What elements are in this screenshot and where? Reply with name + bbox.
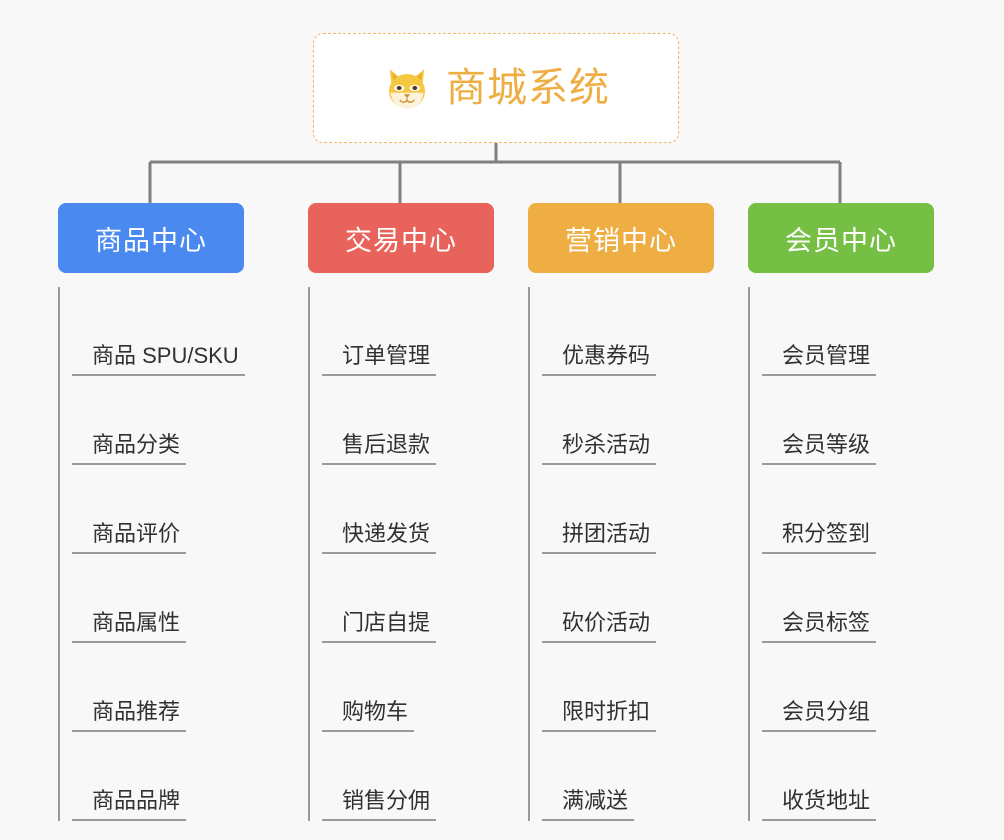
list-item[interactable]: 订单管理 <box>322 287 528 376</box>
leaf-label: 满减送 <box>542 788 635 821</box>
list-item[interactable]: 优惠券码 <box>542 287 748 376</box>
leaf-list-1: 商品 SPU/SKU 商品分类 商品评价 商品属性 商品推荐 商品品牌 <box>58 287 278 821</box>
list-item[interactable]: 会员标签 <box>762 554 968 643</box>
branch-header-label: 商品中心 <box>95 225 207 256</box>
branch-column-3: 营销中心 优惠券码 秒杀活动 拼团活动 砍价活动 限时折扣 满减送 <box>528 203 748 821</box>
leaf-label: 收货地址 <box>762 788 877 821</box>
list-item[interactable]: 快递发货 <box>322 465 528 554</box>
leaf-label: 商品推荐 <box>72 699 187 732</box>
list-item[interactable]: 销售分佣 <box>322 732 528 821</box>
list-item[interactable]: 商品属性 <box>72 554 278 643</box>
branch-column-4: 会员中心 会员管理 会员等级 积分签到 会员标签 会员分组 收货地址 <box>748 203 968 821</box>
list-item[interactable]: 售后退款 <box>322 376 528 465</box>
list-item[interactable]: 商品评价 <box>72 465 278 554</box>
leaf-label: 商品分类 <box>72 432 187 465</box>
branch-column-1: 商品中心 商品 SPU/SKU 商品分类 商品评价 商品属性 商品推荐 商品品牌 <box>58 203 278 821</box>
list-item[interactable]: 会员管理 <box>762 287 968 376</box>
list-item[interactable]: 砍价活动 <box>542 554 748 643</box>
list-item[interactable]: 购物车 <box>322 643 528 732</box>
leaf-label: 秒杀活动 <box>542 432 657 465</box>
leaf-label: 优惠券码 <box>542 343 657 376</box>
leaf-label: 拼团活动 <box>542 521 657 554</box>
leaf-label: 销售分佣 <box>322 788 437 821</box>
list-item[interactable]: 会员分组 <box>762 643 968 732</box>
list-item[interactable]: 门店自提 <box>322 554 528 643</box>
leaf-list-3: 优惠券码 秒杀活动 拼团活动 砍价活动 限时折扣 满减送 <box>528 287 748 821</box>
leaf-label: 订单管理 <box>322 343 437 376</box>
list-item[interactable]: 会员等级 <box>762 376 968 465</box>
leaf-list-4: 会员管理 会员等级 积分签到 会员标签 会员分组 收货地址 <box>748 287 968 821</box>
leaf-label: 商品属性 <box>72 610 187 643</box>
root-node[interactable]: 商城系统 <box>313 33 679 143</box>
leaf-label: 商品品牌 <box>72 788 187 821</box>
list-item[interactable]: 商品分类 <box>72 376 278 465</box>
leaf-label: 积分签到 <box>762 521 877 554</box>
list-item[interactable]: 商品 SPU/SKU <box>72 287 278 376</box>
list-item[interactable]: 拼团活动 <box>542 465 748 554</box>
leaf-label: 会员等级 <box>762 432 877 465</box>
branch-column-2: 交易中心 订单管理 售后退款 快递发货 门店自提 购物车 销售分佣 <box>308 203 528 821</box>
list-item[interactable]: 满减送 <box>542 732 748 821</box>
branch-header-4[interactable]: 会员中心 <box>748 203 934 273</box>
list-item[interactable]: 秒杀活动 <box>542 376 748 465</box>
leaf-list-2: 订单管理 售后退款 快递发货 门店自提 购物车 销售分佣 <box>308 287 528 821</box>
branch-header-label: 交易中心 <box>345 225 457 256</box>
list-item[interactable]: 积分签到 <box>762 465 968 554</box>
leaf-label: 购物车 <box>322 699 415 732</box>
list-item[interactable]: 限时折扣 <box>542 643 748 732</box>
list-item[interactable]: 商品品牌 <box>72 732 278 821</box>
list-item[interactable]: 商品推荐 <box>72 643 278 732</box>
leaf-label: 售后退款 <box>322 432 437 465</box>
branch-header-3[interactable]: 营销中心 <box>528 203 714 273</box>
list-item[interactable]: 收货地址 <box>762 732 968 821</box>
leaf-label: 砍价活动 <box>542 610 657 643</box>
leaf-label: 门店自提 <box>322 610 437 643</box>
leaf-label: 限时折扣 <box>542 699 657 732</box>
leaf-label: 商品评价 <box>72 521 187 554</box>
leaf-label: 商品 SPU/SKU <box>72 343 245 376</box>
branch-header-2[interactable]: 交易中心 <box>308 203 494 273</box>
leaf-label: 会员分组 <box>762 699 877 732</box>
branch-header-label: 会员中心 <box>785 225 897 256</box>
branch-header-1[interactable]: 商品中心 <box>58 203 244 273</box>
leaf-label: 快递发货 <box>322 521 437 554</box>
branch-header-label: 营销中心 <box>565 225 677 256</box>
leaf-label: 会员管理 <box>762 343 877 376</box>
leaf-label: 会员标签 <box>762 610 877 643</box>
shiba-face-icon <box>389 69 425 110</box>
root-label: 商城系统 <box>446 66 610 110</box>
